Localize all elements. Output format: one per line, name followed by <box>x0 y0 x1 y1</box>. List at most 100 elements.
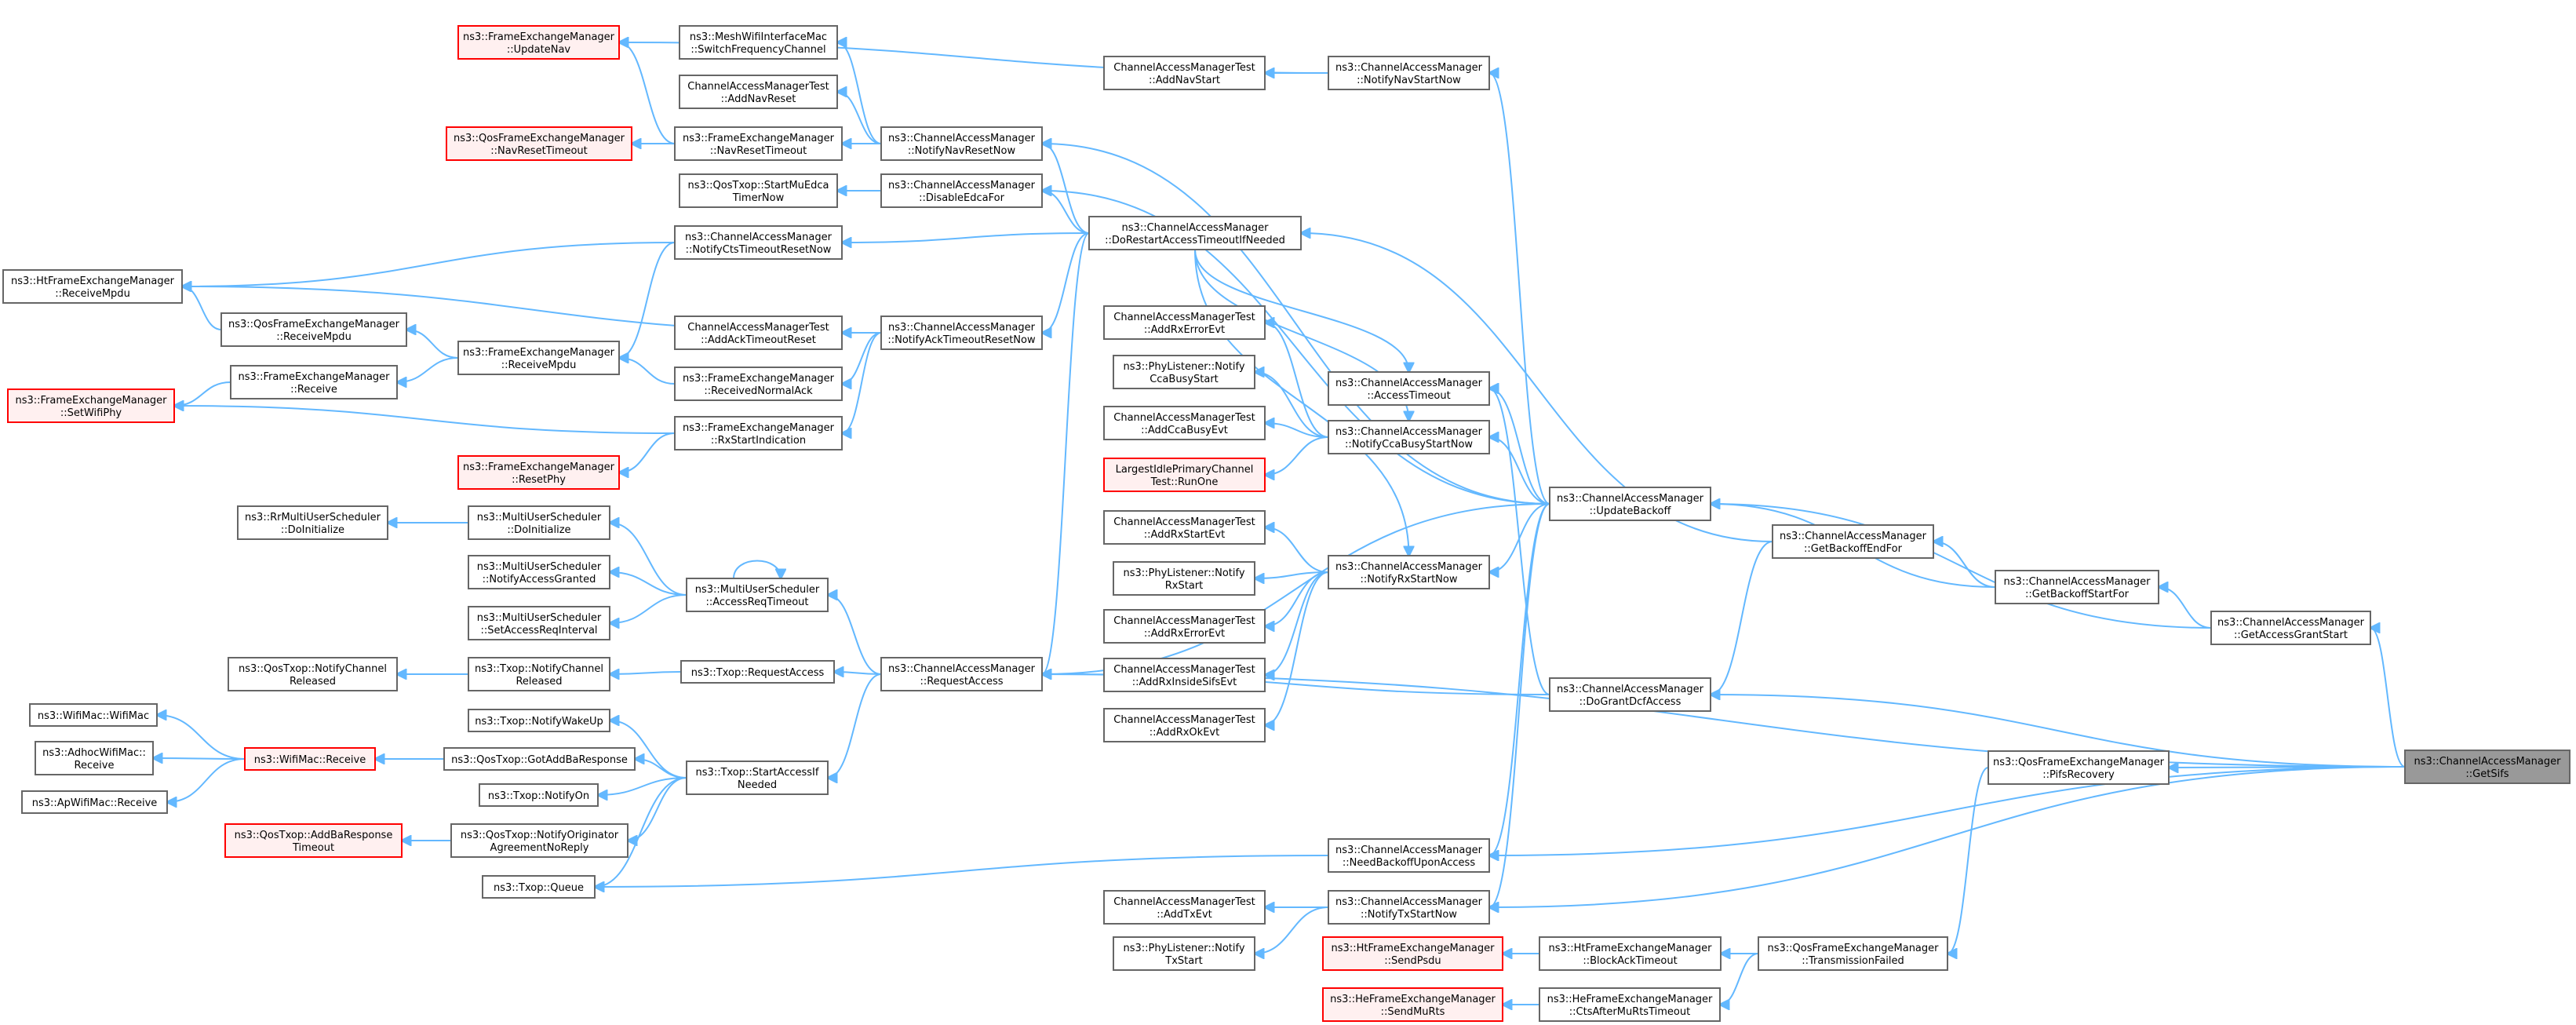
node-txop_wakeup[interactable]: ns3::Txop::NotifyWakeUp <box>468 709 610 732</box>
node-ctsmurts[interactable]: ns3::HeFrameExchangeManager::CtsAfterMuR… <box>1539 987 1721 1022</box>
node-wifimac_receive[interactable]: ns3::WifiMac::Receive <box>244 747 376 771</box>
edge-txop_request-to-requestaccess <box>834 672 882 674</box>
node-requestaccess[interactable]: ns3::ChannelAccessManager::RequestAccess <box>880 657 1043 691</box>
node-t_addtx[interactable]: ChannelAccessManagerTest::AddTxEvt <box>1103 890 1266 925</box>
node-mus_doinit[interactable]: ns3::MultiUserScheduler::DoInitialize <box>468 505 610 540</box>
node-notifyccabusy[interactable]: ns3::ChannelAccessManager::NotifyCcaBusy… <box>1328 420 1490 454</box>
node-wifimac_wifimac[interactable]: ns3::WifiMac::WifiMac <box>29 703 158 727</box>
edge-path <box>397 357 459 382</box>
node-needbackoff[interactable]: ns3::ChannelAccessManager::NeedBackoffUp… <box>1328 838 1490 873</box>
node-box <box>1103 305 1266 340</box>
edge-path <box>842 332 882 433</box>
node-txop_queue[interactable]: ns3::Txop::Queue <box>482 875 596 899</box>
node-fem_updatenav[interactable]: ns3::FrameExchangeManager::UpdateNav <box>457 25 620 60</box>
node-fem_resetphy[interactable]: ns3::FrameExchangeManager::ResetPhy <box>457 455 620 490</box>
node-t_addrxstart[interactable]: ChannelAccessManagerTest::AddRxStartEvt <box>1103 510 1266 545</box>
node-t_addccabusy[interactable]: ChannelAccessManagerTest::AddCcaBusyEvt <box>1103 406 1266 440</box>
node-gbstartfor[interactable]: ns3::ChannelAccessManager::GetBackoffSta… <box>1995 570 2159 604</box>
node-fem_setwifiphy[interactable]: ns3::FrameExchangeManager::SetWifiPhy <box>7 388 175 423</box>
node-txop_notifyon[interactable]: ns3::Txop::NotifyOn <box>479 783 599 807</box>
node-notifyrxstart[interactable]: ns3::ChannelAccessManager::NotifyRxStart… <box>1328 555 1490 589</box>
node-qtxop_noreply[interactable]: ns3::QosTxop::NotifyOriginatorAgreementN… <box>450 823 629 858</box>
node-updbackoff[interactable]: ns3::ChannelAccessManager::UpdateBackoff <box>1549 487 1711 521</box>
node-label-line1: ChannelAccessManagerTest <box>1113 714 1255 726</box>
node-notifyacktimeout[interactable]: ns3::ChannelAccessManager::NotifyAckTime… <box>880 316 1043 350</box>
node-t_addacktimeout[interactable]: ChannelAccessManagerTest::AddAckTimeoutR… <box>674 316 843 350</box>
node-label-line2: ::DisableEdcaFor <box>919 192 1005 204</box>
node-pifs[interactable]: ns3::QosFrameExchangeManager::PifsRecove… <box>1988 750 2170 785</box>
node-label-line1: ns3::ChannelAccessManager <box>1335 378 1483 389</box>
node-fem_receivempdu[interactable]: ns3::FrameExchangeManager::ReceiveMpdu <box>457 341 620 375</box>
node-mus_notifyaccess[interactable]: ns3::MultiUserScheduler::NotifyAccessGra… <box>468 555 610 589</box>
node-t_addnavreset[interactable]: ChannelAccessManagerTest::AddNavReset <box>679 75 838 109</box>
node-box <box>1322 987 1503 1022</box>
node-ht_receivempdu[interactable]: ns3::HtFrameExchangeManager::ReceiveMpdu <box>2 269 183 304</box>
node-box <box>674 367 843 401</box>
node-label-line2: Released <box>516 676 562 688</box>
edge-path <box>167 758 246 802</box>
edge-txop_startaccess-to-requestaccess <box>828 673 882 778</box>
node-fem_rxstartind[interactable]: ns3::FrameExchangeManager::RxStartIndica… <box>674 416 843 450</box>
node-t_addrxerr1[interactable]: ChannelAccessManagerTest::AddRxErrorEvt <box>1103 305 1266 340</box>
node-fem_receive[interactable]: ns3::FrameExchangeManager::Receive <box>230 365 398 399</box>
node-qtxop_gotaddba[interactable]: ns3::QosTxop::GotAddBaResponse <box>443 747 636 771</box>
node-t_addrxok[interactable]: ChannelAccessManagerTest::AddRxOkEvt <box>1103 708 1266 742</box>
node-rr_doinit[interactable]: ns3::RrMultiUserScheduler::DoInitialize <box>237 505 388 540</box>
node-box <box>450 823 629 858</box>
node-txfailed[interactable]: ns3::QosFrameExchangeManager::Transmissi… <box>1758 936 1948 971</box>
node-qfem_receivempdu[interactable]: ns3::QosFrameExchangeManager::ReceiveMpd… <box>220 312 407 347</box>
node-box <box>237 505 388 540</box>
edge-path <box>1194 249 1409 372</box>
node-box <box>468 709 610 732</box>
node-label-line1: ns3::FrameExchangeManager <box>683 373 835 385</box>
node-label-line2: ::PifsRecovery <box>2042 769 2115 781</box>
node-mus_setaccess[interactable]: ns3::MultiUserScheduler::SetAccessReqInt… <box>468 606 610 640</box>
node-dograntdcf[interactable]: ns3::ChannelAccessManager::DoGrantDcfAcc… <box>1549 677 1711 712</box>
node-notifynavstart[interactable]: ns3::ChannelAccessManager::NotifyNavStar… <box>1328 56 1490 90</box>
node-label-line1: ns3::FrameExchangeManager <box>463 347 615 359</box>
node-label-line2: ::AddNavStart <box>1149 75 1220 86</box>
node-t_addnavstart[interactable]: ChannelAccessManagerTest::AddNavStart <box>1103 56 1266 90</box>
node-mus_accessreq[interactable]: ns3::MultiUserScheduler::AccessReqTimeou… <box>686 578 829 612</box>
edge-path <box>1265 423 1329 438</box>
node-notifyctsreset[interactable]: ns3::ChannelAccessManager::NotifyCtsTime… <box>674 225 843 260</box>
node-mesh[interactable]: ns3::MeshWifiInterfaceMac::SwitchFrequen… <box>679 25 838 60</box>
node-label-line2: ::AddCcaBusyEvt <box>1141 425 1228 436</box>
node-pl_txstart[interactable]: ns3::PhyListener::NotifyTxStart <box>1113 936 1255 971</box>
node-label-line2: ::NotifyRxStartNow <box>1361 574 1458 585</box>
node-t_addrxinside[interactable]: ChannelAccessManagerTest::AddRxInsideSif… <box>1103 658 1266 692</box>
node-label-line2: ::AddTxEvt <box>1157 909 1212 921</box>
node-txop_request[interactable]: ns3::Txop::RequestAccess <box>680 660 835 684</box>
edge-ctsmurts-to-txfailed <box>1720 953 1759 1005</box>
node-sendpsdu[interactable]: ns3::HtFrameExchangeManager::SendPsdu <box>1322 936 1503 971</box>
node-t_addrxerr2[interactable]: ChannelAccessManagerTest::AddRxErrorEvt <box>1103 609 1266 644</box>
node-blockack[interactable]: ns3::HtFrameExchangeManager::BlockAckTim… <box>1539 936 1722 971</box>
node-fem_receivedack[interactable]: ns3::FrameExchangeManager::ReceivedNorma… <box>674 367 843 401</box>
node-ap_receive[interactable]: ns3::ApWifiMac::Receive <box>21 790 168 814</box>
node-accesstimeout[interactable]: ns3::ChannelAccessManager::AccessTimeout <box>1328 371 1490 406</box>
node-disableedca[interactable]: ns3::ChannelAccessManager::DisableEdcaFo… <box>880 173 1043 208</box>
node-fem_navreset[interactable]: ns3::FrameExchangeManager::NavResetTimeo… <box>674 126 843 161</box>
node-box <box>1103 56 1266 90</box>
node-pl_rxstart[interactable]: ns3::PhyListener::NotifyRxStart <box>1113 561 1255 596</box>
node-sendmurts[interactable]: ns3::HeFrameExchangeManager::SendMuRts <box>1322 987 1503 1022</box>
node-qfem_navreset[interactable]: ns3::QosFrameExchangeManager::NavResetTi… <box>446 126 632 161</box>
node-gagstart[interactable]: ns3::ChannelAccessManager::GetAccessGran… <box>2210 611 2371 645</box>
node-gbendfor[interactable]: ns3::ChannelAccessManager::GetBackoffEnd… <box>1772 524 1934 559</box>
node-dorestart[interactable]: ns3::ChannelAccessManager::DoRestartAcce… <box>1088 216 1302 250</box>
node-getsifs[interactable]: ns3::ChannelAccessManager::GetSifs <box>2404 750 2571 784</box>
node-label-line1: ns3::FrameExchangeManager <box>238 371 390 383</box>
node-notifytxstart[interactable]: ns3::ChannelAccessManager::NotifyTxStart… <box>1328 890 1490 925</box>
node-pl_ccabusy[interactable]: ns3::PhyListener::NotifyCcaBusyStart <box>1113 355 1255 389</box>
node-adhoc_receive[interactable]: ns3::AdhocWifiMac::Receive <box>35 741 154 775</box>
edge-path <box>1265 436 1329 475</box>
edge-path <box>406 330 459 359</box>
edge-ht_receivempdu-to-notifyctsreset <box>182 242 676 286</box>
node-notifynavreset[interactable]: ns3::ChannelAccessManager::NotifyNavRese… <box>880 126 1043 161</box>
